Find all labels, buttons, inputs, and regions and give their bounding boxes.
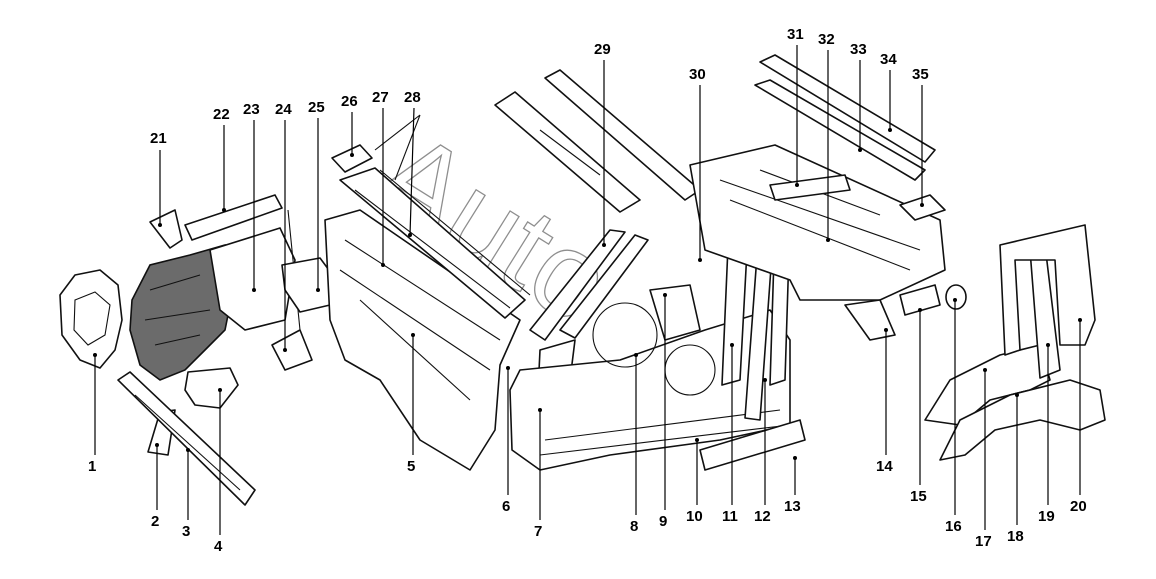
part-13-sill-reinforcement <box>699 419 806 471</box>
part-14-floor-member <box>844 299 896 341</box>
callout-8: 8 <box>630 518 638 535</box>
callout-35: 35 <box>912 66 929 83</box>
callout-16: 16 <box>945 518 962 535</box>
part-8-9-wheelhouse <box>592 284 716 396</box>
callout-25: 25 <box>308 99 325 116</box>
callout-14: 14 <box>876 458 893 475</box>
callout-19: 19 <box>1038 508 1055 525</box>
part-15-floor-member <box>899 284 941 316</box>
part-26-cowl-end <box>331 144 373 173</box>
callout-10: 10 <box>686 508 703 525</box>
callout-28: 28 <box>404 89 421 106</box>
part-20-quarter-panel <box>999 224 1096 356</box>
callout-15: 15 <box>910 488 927 505</box>
callout-30: 30 <box>689 66 706 83</box>
callout-11: 11 <box>722 508 738 525</box>
part-6-a-pillar <box>529 229 649 341</box>
callout-9: 9 <box>659 513 667 530</box>
callout-5: 5 <box>407 458 415 475</box>
callout-12: 12 <box>754 508 771 525</box>
part-3-front-side-member <box>117 371 256 506</box>
callout-labels: 1 2 3 4 5 6 7 8 9 10 11 12 13 14 15 16 1… <box>88 26 1087 555</box>
callout-17: 17 <box>975 533 992 550</box>
callout-22: 22 <box>213 106 230 123</box>
leader-lines <box>93 45 1082 535</box>
callout-34: 34 <box>880 51 897 68</box>
part-4-bracket <box>184 367 239 409</box>
callout-29: 29 <box>594 41 611 58</box>
callout-3: 3 <box>182 523 190 540</box>
callout-31: 31 <box>787 26 804 43</box>
callout-2: 2 <box>151 513 159 530</box>
callout-23: 23 <box>243 101 260 118</box>
callout-33: 33 <box>850 41 867 58</box>
part-21-small-bracket <box>149 209 183 249</box>
part-27-cowl-top <box>339 167 526 319</box>
callout-4: 4 <box>214 538 223 555</box>
callout-6: 6 <box>502 498 510 515</box>
callout-27: 27 <box>372 89 389 106</box>
part-17-18-rear-wheelhouse <box>924 344 1106 461</box>
part-1-wheel-arch-liner <box>59 269 123 369</box>
callout-18: 18 <box>1007 528 1024 545</box>
callout-7: 7 <box>534 523 542 540</box>
callout-1: 1 <box>88 458 96 475</box>
callout-24: 24 <box>275 101 292 118</box>
part-22-upper-rail <box>184 194 283 241</box>
callout-32: 32 <box>818 31 835 48</box>
part-31-crossmember <box>769 174 851 201</box>
callout-26: 26 <box>341 93 358 110</box>
callout-20: 20 <box>1070 498 1087 515</box>
part-35-bracket <box>899 194 946 221</box>
part-16-cap <box>945 284 967 310</box>
part-apron-inner-fender <box>129 244 236 381</box>
callout-21: 21 <box>150 130 167 147</box>
callout-13: 13 <box>784 498 801 515</box>
